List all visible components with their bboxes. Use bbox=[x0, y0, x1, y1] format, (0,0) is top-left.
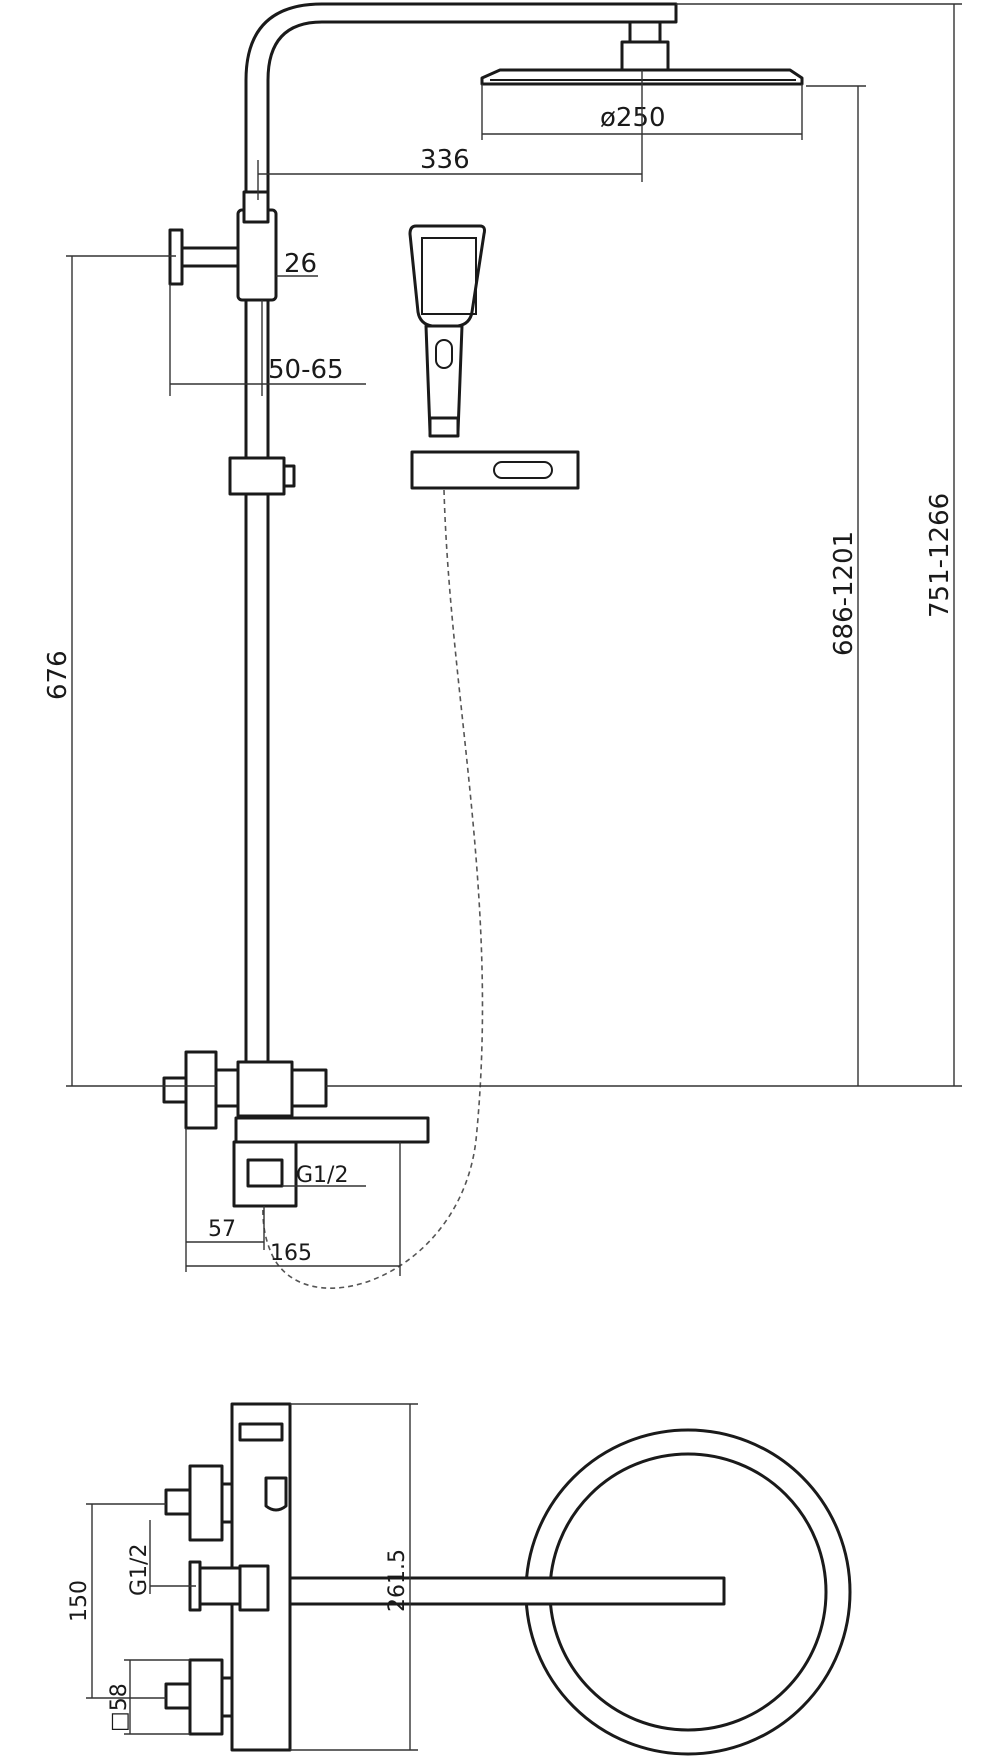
dim-head-diameter: ø250 bbox=[481, 84, 803, 140]
sliding-holder bbox=[228, 456, 286, 496]
wall-bracket-flange bbox=[168, 228, 184, 286]
tub-spout bbox=[234, 1116, 430, 1144]
plan-handle-bottom bbox=[188, 1658, 224, 1736]
plan-inlet-thread-label: G1/2 bbox=[127, 1544, 152, 1596]
dim-wall-distance: 50-65 bbox=[169, 284, 366, 396]
head-diameter-label: ø250 bbox=[600, 103, 666, 133]
sliding-holder-knob bbox=[282, 464, 296, 488]
dim-column-height-b: 751-1266 bbox=[326, 3, 962, 1087]
wall-bracket-arm bbox=[174, 246, 240, 268]
plan-handle-bottom-collar bbox=[220, 1676, 234, 1718]
plan-handle-top-knob bbox=[164, 1488, 192, 1516]
flange-size-label: □58 bbox=[107, 1683, 132, 1732]
column-height-a-label: 686-1201 bbox=[829, 531, 859, 656]
mixer-left-collar bbox=[214, 1068, 240, 1108]
riser-pipe bbox=[244, 2, 678, 1064]
holder-hook bbox=[242, 190, 270, 224]
plan-holder-hook bbox=[264, 1476, 288, 1512]
plan-shower-arm bbox=[288, 1576, 726, 1606]
plan-arm-joint bbox=[238, 1564, 270, 1612]
mixer-right-cap bbox=[290, 1068, 328, 1108]
wall-distance-label: 50-65 bbox=[268, 355, 344, 385]
inlet-thread-nut bbox=[246, 1158, 284, 1188]
arm-length-label: 336 bbox=[420, 145, 470, 175]
dim-arm-length: 336 bbox=[257, 70, 643, 200]
shower-hose bbox=[262, 489, 484, 1289]
dim-plan-inlet-thread: G1/2 bbox=[127, 1520, 196, 1596]
plan-handle-top-collar bbox=[220, 1482, 234, 1524]
spout-length-label: 165 bbox=[270, 1241, 312, 1266]
column-height-b-label: 751-1266 bbox=[925, 493, 955, 618]
inlet-spacing-label: 150 bbox=[67, 1580, 92, 1622]
dim-spout-offset: 57 bbox=[185, 1128, 265, 1272]
front-view: ø250 336 26 50-65 676 bbox=[43, 2, 962, 1289]
dim-inlet-spacing: 150 bbox=[67, 1503, 166, 1699]
shelf-slot bbox=[493, 461, 553, 479]
hand-shower-nozzle-grid bbox=[421, 237, 477, 315]
dim-spout-length: 165 bbox=[186, 1142, 401, 1276]
body-height-label: 261.5 bbox=[385, 1549, 410, 1612]
hand-shower-handle bbox=[424, 324, 464, 434]
plan-handle-mid bbox=[194, 1566, 242, 1606]
plan-top-cap bbox=[238, 1422, 284, 1442]
dim-inlet-thread: G1/2 bbox=[282, 1163, 366, 1188]
rail-height-label: 676 bbox=[43, 650, 73, 700]
holder-size-label: 26 bbox=[284, 249, 317, 279]
plan-handle-bottom-knob bbox=[164, 1682, 192, 1710]
head-connector-top bbox=[628, 20, 662, 44]
hand-shower-button bbox=[435, 339, 453, 369]
dim-body-height: 261.5 bbox=[290, 1403, 418, 1751]
head-connector bbox=[620, 40, 670, 72]
bottom-view: 150 G1/2 □58 261.5 bbox=[67, 1402, 852, 1756]
dim-flange-size: □58 bbox=[107, 1659, 190, 1735]
mixer-body bbox=[236, 1060, 294, 1118]
dim-column-height-a: 686-1201 bbox=[806, 85, 866, 1086]
spout-offset-label: 57 bbox=[208, 1217, 236, 1242]
mixer-handle-knob bbox=[162, 1076, 188, 1104]
inlet-thread-label: G1/2 bbox=[296, 1163, 348, 1188]
mixer-handle bbox=[184, 1050, 218, 1130]
dim-holder-size: 26 bbox=[276, 249, 318, 279]
plan-handle-top bbox=[188, 1464, 224, 1542]
hand-shower-hose-nut bbox=[428, 416, 460, 438]
dim-rail-height: 676 bbox=[43, 255, 216, 1087]
